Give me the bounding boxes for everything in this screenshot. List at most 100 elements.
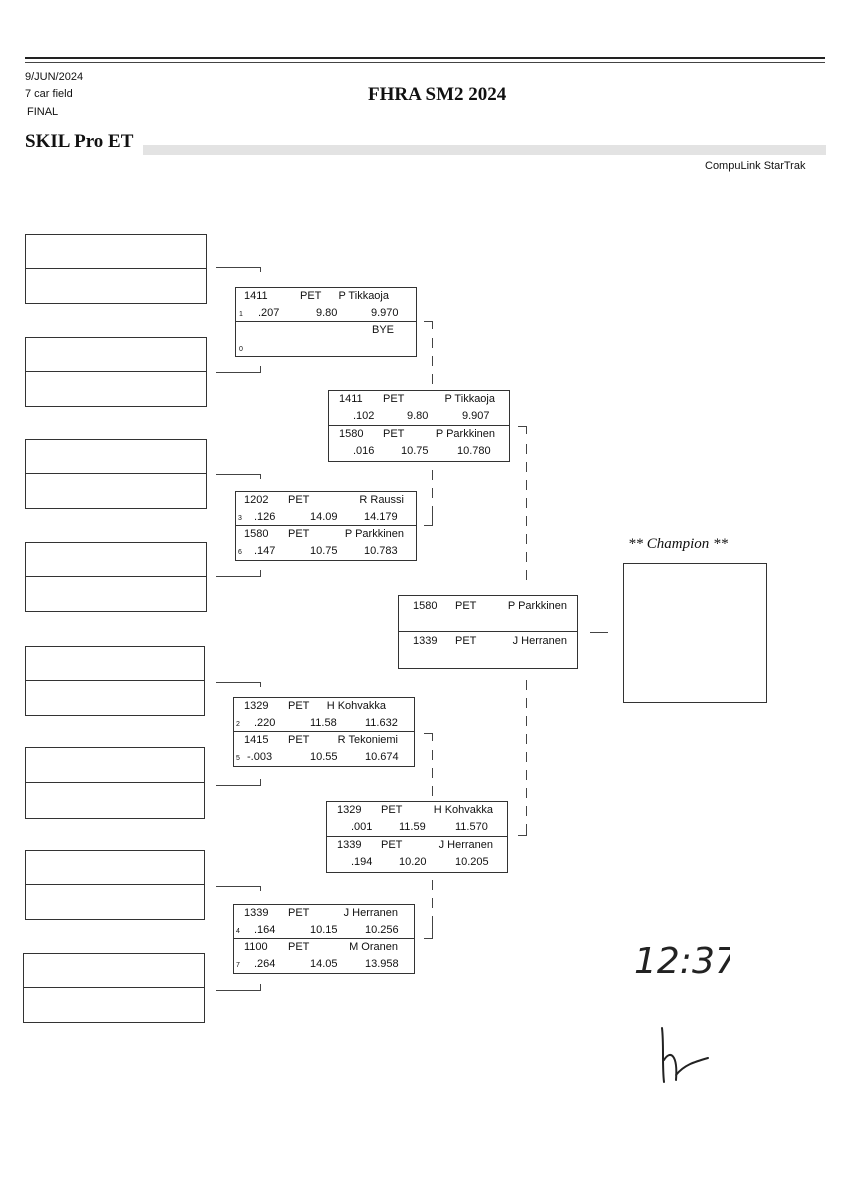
class-code: PET	[381, 804, 403, 816]
dial-in: 9.80	[407, 410, 429, 422]
car-number: 1411	[339, 393, 363, 405]
driver-name: P Parkkinen	[344, 528, 404, 540]
lane-bottom: 1100 PET M Oranen 7 .264 14.05 13.958	[234, 939, 414, 973]
car-number: 1580	[413, 600, 438, 612]
driver-name: P Parkkinen	[507, 600, 567, 612]
final-to-champion-connector	[590, 632, 608, 633]
entry-lane	[25, 234, 207, 304]
semifinal-1: 1411 PET P Tikkaoja .102 9.80 9.907 1580…	[328, 390, 510, 462]
elapsed-time: 9.970	[371, 307, 399, 319]
lane-bottom: 1580 PET P Parkkinen .016 10.75 10.780	[329, 426, 509, 461]
car-number: 1580	[339, 428, 364, 440]
dial-in: 9.80	[316, 307, 338, 319]
car-number: 1329	[244, 700, 269, 712]
reaction-time: .102	[353, 410, 375, 422]
seed-number: 6	[238, 549, 242, 556]
lane-top: 1339 PET J Herranen 4 .164 10.15 10.256	[234, 905, 414, 939]
entry-lane	[25, 337, 207, 407]
reaction-time: .001	[351, 821, 373, 833]
handwritten-time: 12:37	[634, 941, 730, 982]
champion-box	[623, 563, 767, 703]
entry-lane	[25, 747, 205, 819]
driver-name: P Parkkinen	[435, 428, 495, 440]
lane-top: 1580 PET P Parkkinen	[399, 596, 577, 632]
final-pair: 1580 PET P Parkkinen 1339 PET J Herranen	[398, 595, 578, 669]
reaction-time: .016	[353, 445, 375, 457]
driver-name: P Tikkaoja	[338, 290, 389, 302]
lane-top: 1411 PET P Tikkaoja 1 .207 9.80 9.970	[236, 288, 416, 322]
driver-name: J Herranen	[438, 839, 493, 851]
field-size: 7 car field	[25, 88, 73, 100]
driver-name: M Oranen	[349, 941, 398, 953]
dial-in: 10.15	[310, 924, 338, 936]
lane-bottom: 1580 PET P Parkkinen 6 .147 10.75 10.783	[236, 526, 416, 560]
dial-in: 10.20	[399, 856, 427, 868]
seed-number: 7	[236, 962, 240, 969]
car-number: 1202	[244, 494, 269, 506]
elapsed-time: 11.632	[365, 717, 398, 729]
entry-lane	[23, 953, 205, 1023]
driver-name: R Tekoniemi	[337, 734, 398, 746]
reaction-time: .126	[254, 511, 276, 523]
header-shading	[143, 145, 826, 155]
car-number: 1415	[244, 734, 269, 746]
dial-in: 14.09	[310, 511, 338, 523]
lane-top: 1411 PET P Tikkaoja .102 9.80 9.907	[329, 391, 509, 426]
reaction-time: -.003	[247, 751, 273, 763]
driver-name: H Kohvakka	[326, 700, 386, 712]
entry-lane	[25, 646, 205, 716]
car-number: 1329	[337, 804, 362, 816]
class-name: SKIL Pro ET	[25, 131, 134, 152]
dial-in: 11.58	[310, 717, 337, 729]
elapsed-time: 10.674	[365, 751, 399, 763]
lane-top: 1329 PET H Kohvakka 2 .220 11.58 11.632	[234, 698, 414, 732]
driver-name: J Herranen	[512, 635, 567, 647]
lane-bottom: BYE 0	[236, 322, 416, 356]
class-code: PET	[381, 839, 403, 851]
dial-in: 11.59	[399, 821, 426, 833]
car-number: 1580	[244, 528, 269, 540]
class-code: PET	[383, 393, 405, 405]
entry-lane	[25, 850, 205, 920]
lane-bottom: 1339 PET J Herranen	[399, 632, 577, 668]
lane-top: 1202 PET R Raussi 3 .126 14.09 14.179	[236, 492, 416, 526]
elapsed-time: 10.205	[455, 856, 489, 868]
header-rule-thin	[25, 62, 825, 63]
class-code: PET	[300, 290, 322, 302]
lane-bottom: 1415 PET R Tekoniemi 5 -.003 10.55 10.67…	[234, 732, 414, 766]
seed-number: 3	[238, 515, 242, 522]
class-code: PET	[455, 600, 477, 612]
header-rule-thick	[25, 57, 825, 59]
handwritten-time-text: 12:37	[634, 941, 730, 982]
software-credit: CompuLink StarTrak	[705, 160, 806, 172]
dial-in: 10.75	[310, 545, 338, 557]
class-code: PET	[383, 428, 405, 440]
elapsed-time: 14.179	[364, 511, 398, 523]
class-code: PET	[288, 700, 310, 712]
dial-in: 10.75	[401, 445, 429, 457]
elapsed-time: 10.780	[457, 445, 491, 457]
round1-pair-3: 1329 PET H Kohvakka 2 .220 11.58 11.632 …	[233, 697, 415, 767]
dial-in: 14.05	[310, 958, 338, 970]
car-number: 1100	[244, 941, 268, 953]
entry-lane	[25, 439, 207, 509]
car-number: 1411	[244, 290, 268, 302]
lane-top: 1329 PET H Kohvakka .001 11.59 11.570	[327, 802, 507, 837]
reaction-time: .220	[254, 717, 276, 729]
entry-lane	[25, 542, 207, 612]
reaction-time: .147	[254, 545, 276, 557]
seed-number: 2	[236, 721, 240, 728]
reaction-time: .164	[254, 924, 276, 936]
car-number: 1339	[413, 635, 438, 647]
seed-number: 0	[239, 346, 243, 353]
car-number: 1339	[337, 839, 362, 851]
reaction-time: .207	[258, 307, 280, 319]
elapsed-time: 13.958	[365, 958, 399, 970]
lane-bottom: 1339 PET J Herranen .194 10.20 10.205	[327, 837, 507, 872]
elapsed-time: 11.570	[455, 821, 488, 833]
reaction-time: .194	[351, 856, 373, 868]
elapsed-time: 10.783	[364, 545, 398, 557]
driver-name: P Tikkaoja	[444, 393, 495, 405]
elapsed-time: 10.256	[365, 924, 399, 936]
seed-number: 1	[239, 311, 243, 318]
